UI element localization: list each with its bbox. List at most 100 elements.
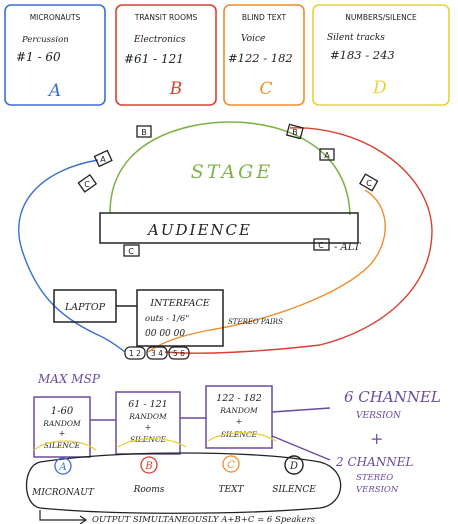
box-title: NUMBERS/SILENCE — [345, 13, 417, 22]
stage-dome — [109, 121, 351, 216]
name: SILENCE — [272, 485, 316, 495]
box-frame — [115, 4, 217, 106]
speaker-box — [77, 173, 98, 193]
speaker-c-front: C — [123, 244, 140, 257]
silence-arc — [117, 438, 187, 448]
interface-box — [136, 289, 224, 347]
speaker-box — [93, 149, 113, 168]
speaker-box — [319, 148, 335, 161]
channel-plus: + — [236, 417, 243, 426]
speaker-letter: A — [324, 151, 330, 160]
speaker-letter: A — [100, 155, 106, 164]
stereo-pairs-label: STEREO PAIRS — [228, 318, 283, 326]
speaker-c-alt: C — [313, 238, 330, 251]
box-letter: C — [259, 79, 272, 99]
speaker-c-left: C — [77, 173, 98, 193]
name: Rooms — [133, 485, 165, 495]
speaker-box — [136, 125, 152, 138]
box-genre: Electronics — [133, 35, 186, 45]
port-1-2 — [124, 346, 146, 360]
laptop-label: LAPTOP — [64, 302, 106, 313]
letter: C — [227, 460, 235, 471]
speaker-letter: C — [128, 247, 134, 256]
channel-mode-random: RANDOM — [42, 419, 81, 428]
category-box-micronauts: MICRONAUTS Percussion #1 - 60 A — [4, 4, 106, 106]
bottom-group-outline — [26, 452, 342, 514]
speaker-b-left: B — [136, 125, 152, 138]
speaker-a-left: A — [93, 149, 113, 168]
two-channel-version: VERSION — [356, 485, 399, 495]
box-genre: Silent tracks — [327, 33, 385, 43]
box-genre: Voice — [241, 34, 265, 44]
six-channel-version: VERSION — [356, 411, 402, 421]
box-genre: Percussion — [21, 35, 69, 45]
output-note: OUTPUT SIMULTANEOUSLY A+B+C = 6 Speakers — [92, 515, 316, 524]
box-frame — [223, 4, 305, 106]
output-arrow — [39, 510, 85, 521]
output-ports: 1 2 3 4 5 6 — [124, 346, 190, 360]
speaker-loop-b — [164, 127, 433, 354]
channel-mode-silence: SILENCE — [130, 435, 167, 444]
silence-arc — [33, 440, 97, 451]
silence-arc — [207, 432, 277, 442]
port-3-4-label: 3 4 — [151, 349, 163, 358]
channel-mode-silence: SILENCE — [221, 430, 258, 439]
box-title: MICRONAUTS — [30, 13, 81, 22]
interface-dots: 00 00 00 — [145, 329, 185, 339]
box-tracks: #1 - 60 — [16, 50, 61, 64]
channel-mode-random: RANDOM — [219, 406, 258, 415]
box-frame — [4, 4, 106, 106]
bottom-item-a: A MICRONAUT — [31, 457, 95, 498]
box-tracks: #122 - 182 — [228, 51, 293, 65]
box-tracks: #183 - 243 — [330, 48, 395, 62]
category-box-transit-rooms: TRANSIT ROOMS Electronics #61 - 121 B — [115, 4, 217, 106]
channel-plus: + — [59, 429, 66, 438]
box-frame — [312, 4, 450, 106]
channel-range: 1-60 — [51, 406, 74, 417]
channel-block-c: 122 - 182 RANDOM + SILENCE — [205, 385, 277, 449]
name: MICRONAUT — [31, 488, 95, 498]
output-arrow-head — [79, 515, 88, 524]
speaker-a-right: A — [319, 148, 335, 161]
letter: A — [58, 462, 66, 473]
box-tracks: #61 - 121 — [124, 52, 184, 66]
letter-circle — [284, 455, 304, 475]
interface-label: INTERFACE — [149, 298, 209, 309]
audience-label: AUDIENCE — [146, 221, 252, 239]
bottom-item-c: C TEXT — [219, 455, 245, 495]
category-box-numbers-silence: NUMBERS/SILENCE Silent tracks #183 - 243… — [312, 4, 450, 106]
speaker-letter: B — [141, 128, 147, 137]
channel-range: 61 - 121 — [128, 399, 167, 410]
interface-outs: outs - 1/6" — [145, 314, 189, 324]
box-letter: D — [372, 78, 387, 98]
channel-range: 122 - 182 — [216, 393, 262, 404]
speaker-box — [313, 238, 330, 251]
two-channel-stereo: STEREO — [356, 473, 393, 483]
channel-block-b: 61 - 121 RANDOM + SILENCE — [115, 391, 187, 455]
speaker-box — [359, 173, 379, 192]
speaker-b-right: B — [285, 123, 304, 140]
letter: D — [289, 461, 298, 472]
alt-label: - ALT — [334, 242, 362, 253]
connector-two-channel — [271, 435, 331, 461]
six-channel-label: 6 CHANNEL — [344, 388, 441, 406]
speaker-letter: C — [366, 179, 372, 188]
speaker-letter: B — [292, 128, 298, 137]
channel-mode-random: RANDOM — [128, 412, 167, 421]
letter-circle — [140, 456, 158, 474]
box-title: TRANSIT ROOMS — [134, 13, 198, 22]
letter: B — [144, 461, 152, 472]
speaker-loop-c — [147, 189, 386, 353]
name: TEXT — [219, 485, 245, 495]
max-msp-label: MAX MSP — [37, 372, 101, 386]
audience-bar — [99, 212, 359, 244]
box-letter: B — [169, 79, 183, 99]
bottom-item-b: B Rooms — [133, 456, 165, 495]
letter-circle — [222, 455, 240, 473]
connector-six-channel — [271, 407, 331, 413]
speaker-box — [123, 244, 140, 257]
stage-label: STAGE — [191, 161, 273, 183]
two-channel-label: 2 CHANNEL — [335, 455, 414, 469]
speaker-c-right: C — [359, 173, 379, 192]
